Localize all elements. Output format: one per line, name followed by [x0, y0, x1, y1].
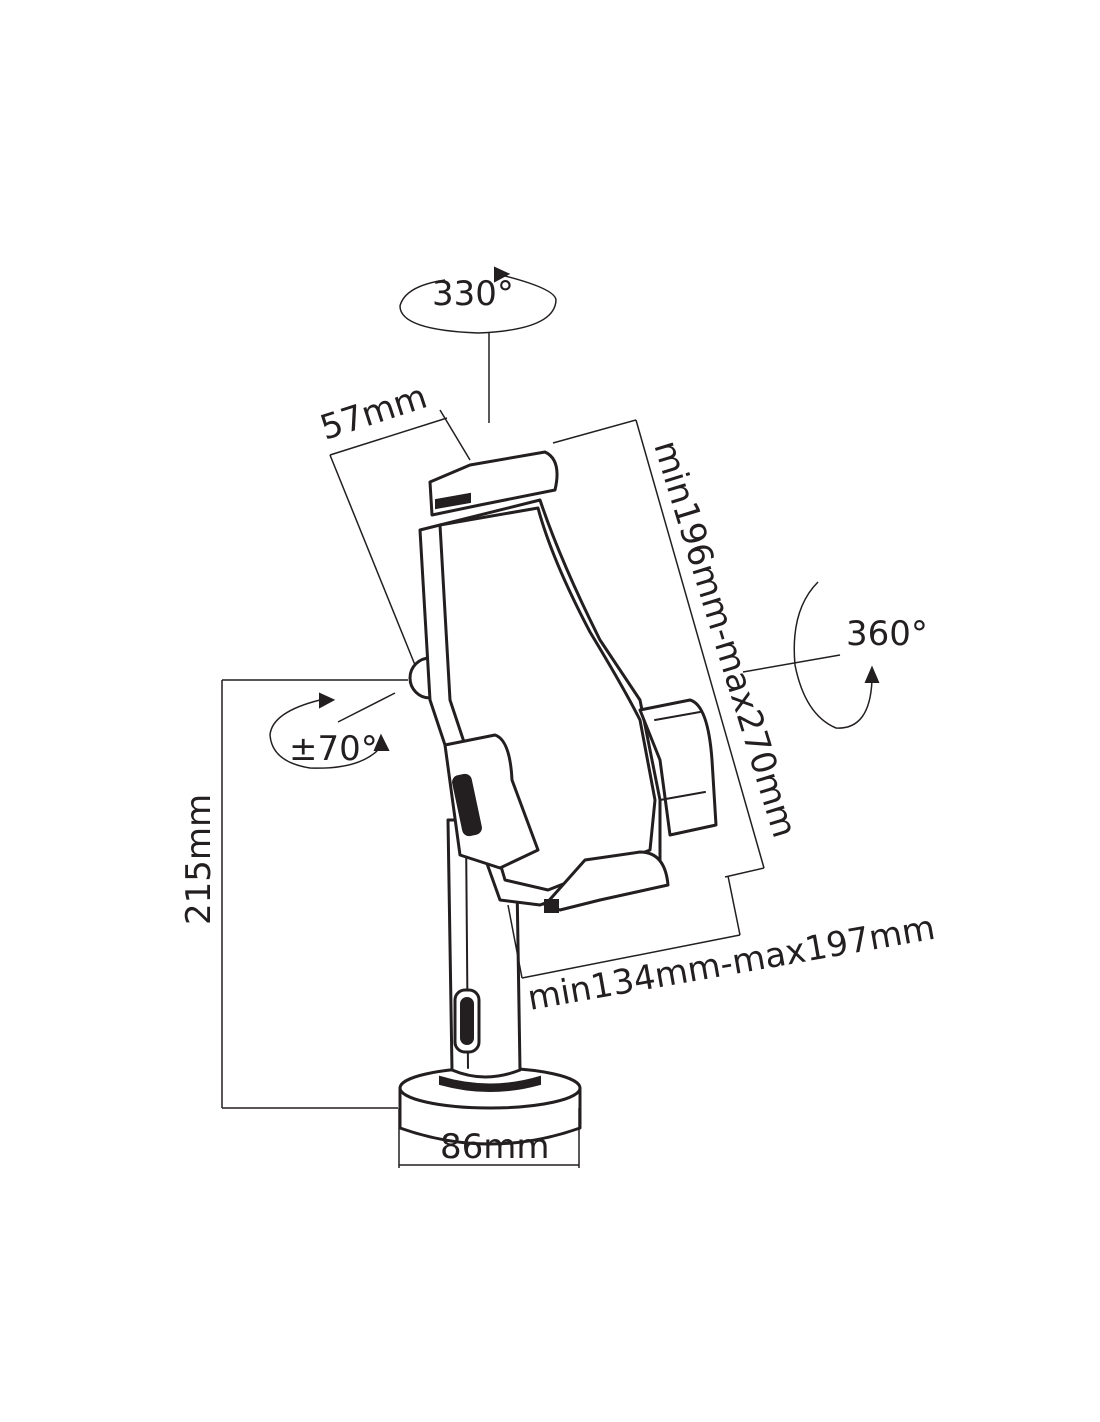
rotation-top-indicator — [399, 266, 557, 423]
dimension-holder-height — [552, 419, 765, 878]
tilt-label: ±70° — [289, 729, 378, 769]
dimension-total-height — [221, 679, 408, 1109]
dimension-depth — [329, 409, 471, 666]
holder-width-label: min134mm-max197mm — [525, 908, 938, 1019]
dimension-holder-width — [507, 875, 741, 979]
rotation-right-indicator — [742, 581, 880, 729]
base-diameter-label: 86mm — [440, 1127, 550, 1167]
rotation-top-label: 330° — [432, 274, 514, 314]
total-height-label: 215mm — [179, 794, 219, 925]
tilt-indicator — [269, 692, 396, 769]
dimension-base-diameter — [398, 1108, 580, 1168]
tablet-holder — [418, 450, 718, 913]
rotation-right-label: 360° — [846, 614, 928, 654]
depth-label: 57mm — [315, 377, 432, 449]
